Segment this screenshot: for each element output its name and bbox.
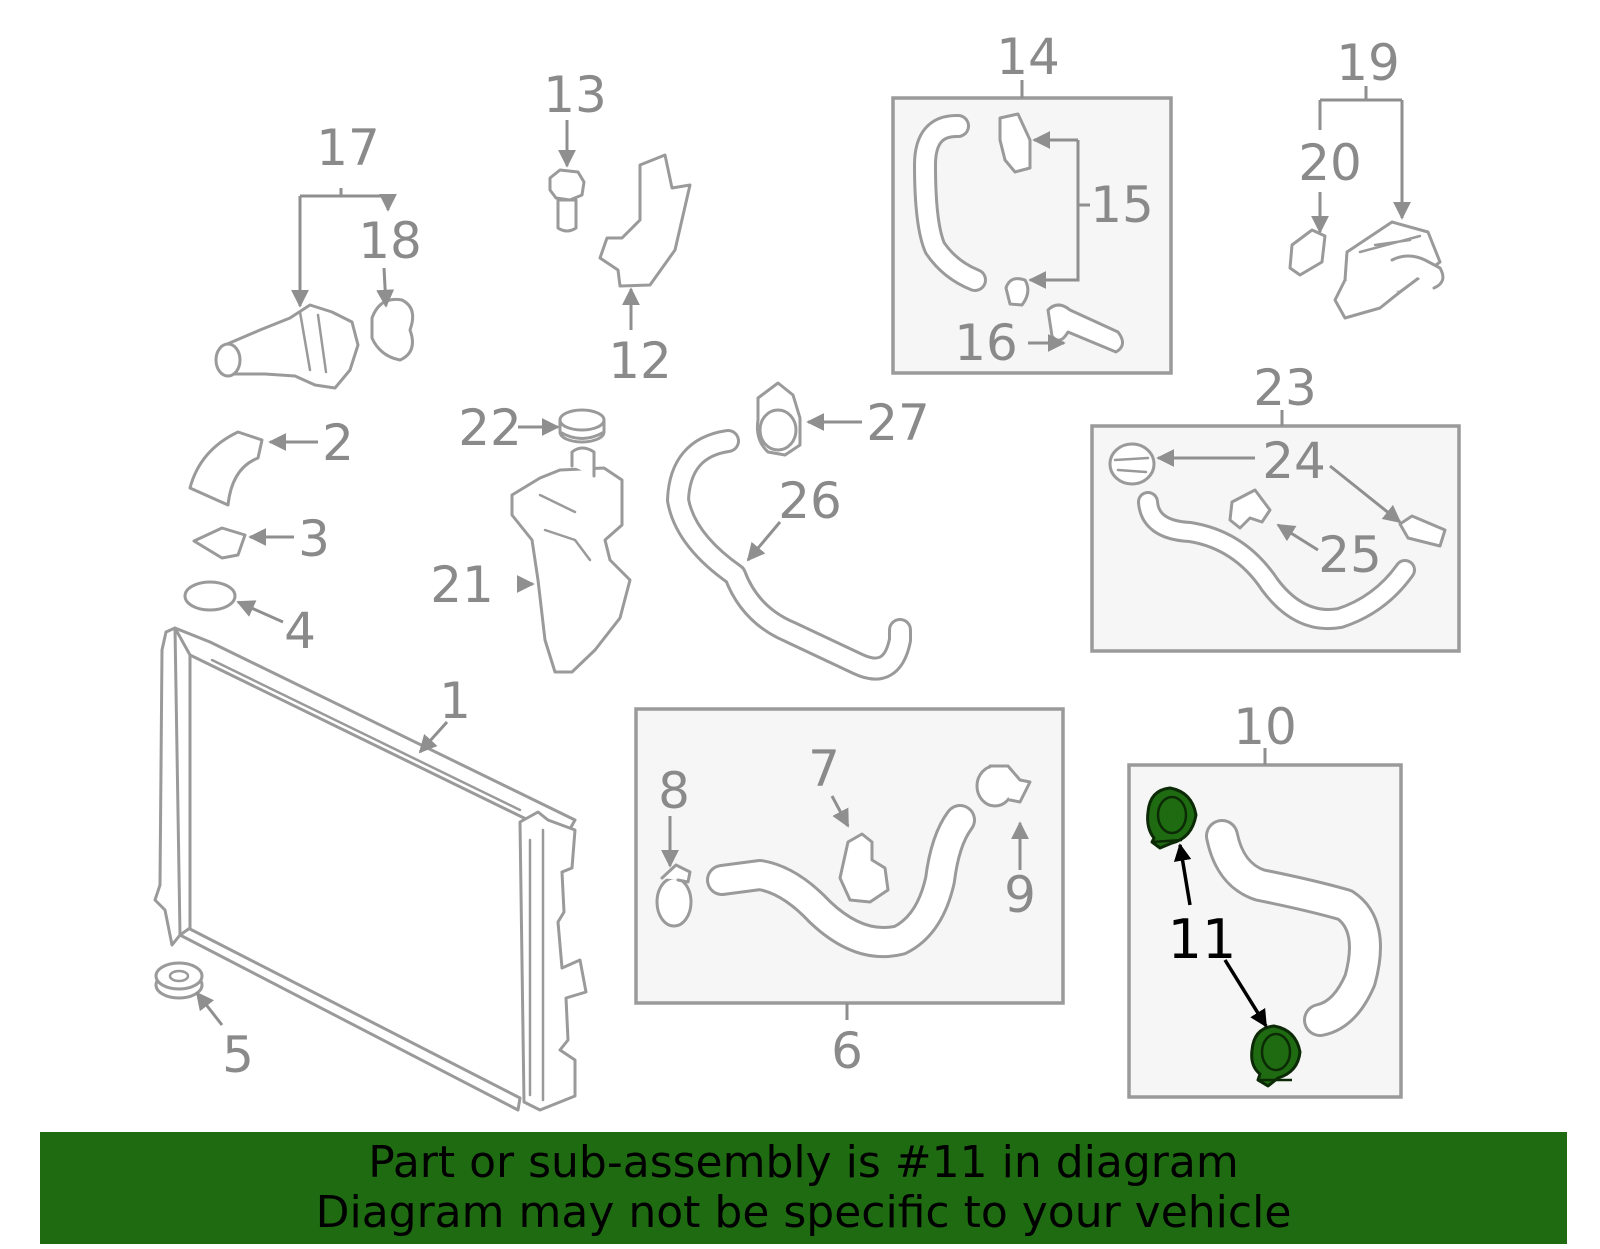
clamp-part-24-right[interactable] (1398, 514, 1447, 548)
callout-11: 11 (1168, 908, 1237, 971)
clip-part-25[interactable] (1228, 488, 1272, 530)
callout-2: 2 (322, 414, 354, 472)
thermostat-housing-part-17[interactable] (214, 303, 360, 390)
callout-18: 18 (358, 212, 422, 270)
callout-25: 25 (1318, 526, 1382, 584)
reservoir-part-21[interactable] (510, 446, 632, 674)
pipe-part-2[interactable] (188, 430, 264, 507)
callout-14: 14 (996, 28, 1060, 86)
callout-16: 16 (954, 314, 1018, 372)
callout-20: 20 (1298, 134, 1362, 192)
callout-1: 1 (439, 672, 471, 730)
banner-line-disclaimer: Diagram may not be specific to your vehi… (315, 1187, 1292, 1238)
clamp-part-15-upper[interactable] (998, 112, 1032, 174)
callout-17: 17 (316, 119, 380, 177)
clamp-part-11-lower[interactable] (1250, 1024, 1302, 1088)
clamp-part-24-left[interactable] (1108, 442, 1156, 486)
callout-12: 12 (608, 332, 672, 390)
clamp-part-9[interactable] (975, 764, 1032, 808)
clamp-part-11-upper[interactable] (1146, 786, 1198, 850)
callout-26: 26 (778, 472, 842, 530)
clamp-part-8[interactable] (655, 863, 693, 928)
info-banner: Part or sub-assembly is #11 in diagram D… (40, 1132, 1567, 1244)
gasket-part-18[interactable] (370, 297, 415, 362)
callout-6: 6 (831, 1022, 863, 1080)
callout-8: 8 (658, 762, 690, 820)
callout-3: 3 (298, 510, 330, 568)
valve-part-19[interactable] (1333, 220, 1445, 320)
o-ring-part-4[interactable] (183, 580, 237, 612)
callout-9: 9 (1004, 866, 1036, 924)
callout-4: 4 (284, 602, 316, 660)
callout-10: 10 (1233, 698, 1297, 756)
radiator-part-1[interactable] (153, 626, 588, 1112)
cap-part-22[interactable] (558, 408, 606, 444)
callout-7: 7 (808, 740, 840, 798)
gasket-part-3[interactable] (192, 526, 247, 560)
sensor-part-7[interactable] (838, 832, 890, 904)
bracket-part-12[interactable] (598, 153, 692, 288)
callout-15: 15 (1090, 176, 1154, 234)
callout-21: 21 (430, 556, 494, 614)
callout-19: 19 (1336, 34, 1400, 92)
callout-27: 27 (866, 394, 930, 452)
clamp-part-15-lower[interactable] (1004, 277, 1030, 307)
callout-5: 5 (222, 1026, 254, 1084)
bolt-part-13[interactable] (548, 168, 586, 233)
callout-13: 13 (543, 66, 607, 124)
clamp-part-27[interactable] (756, 381, 802, 457)
banner-line-part-number: Part or sub-assembly is #11 in diagram (368, 1137, 1239, 1188)
callout-24: 24 (1262, 432, 1326, 490)
grommet-part-5[interactable] (154, 961, 204, 1000)
callout-23: 23 (1253, 359, 1317, 417)
callout-22: 22 (458, 399, 522, 457)
gasket-part-20[interactable] (1288, 228, 1327, 277)
